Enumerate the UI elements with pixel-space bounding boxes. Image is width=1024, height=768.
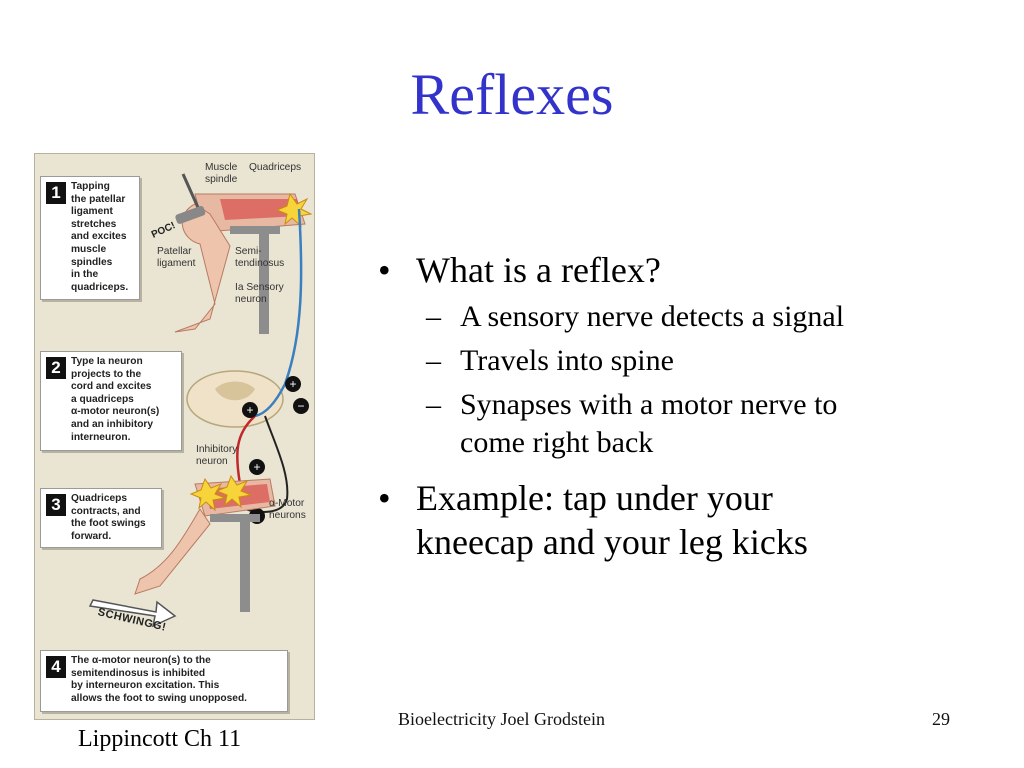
step-3-box: 3 Quadriceps contracts, and the foot swi… — [40, 488, 162, 548]
spark-icon-2 — [189, 477, 227, 512]
bullet-1: • What is a reflex? — [378, 248, 938, 292]
subbullet-dash-1: – — [426, 300, 441, 333]
svg-text:+: + — [289, 377, 296, 391]
bullet-dot-2: • — [378, 478, 391, 518]
quadriceps-muscle — [220, 199, 300, 220]
stool-leg-2 — [240, 522, 250, 612]
step-1-box: 1 Tapping the patellar ligament stretche… — [40, 176, 140, 300]
minus-marker-1 — [293, 398, 309, 414]
svg-text:−: − — [297, 399, 304, 413]
spark-icon-3 — [215, 474, 253, 509]
step-4-box: 4 The α-motor neuron(s) to the semitendi… — [40, 650, 288, 712]
label-alpha-motor-neurons: α-Motor neurons — [269, 498, 306, 521]
swing-arrow-icon — [88, 599, 177, 628]
svg-text:+: + — [253, 460, 260, 474]
reflex-figure: + − + + − 1 Tapping the patellar ligamen… — [34, 153, 315, 720]
step-2-text: Type Ia neuron projects to the cord and … — [71, 356, 160, 443]
plus-marker-3 — [249, 459, 265, 475]
sensory-nerve-line — [254, 208, 303, 418]
label-inhibitory-neuron: Inhibitory neuron — [196, 444, 238, 467]
stool-leg-1 — [259, 234, 269, 334]
subbullet-dash-2: – — [426, 344, 441, 377]
stool-seat-1 — [230, 226, 280, 234]
bullet-2-text: Example: tap under your kneecap and your… — [416, 478, 808, 562]
step-3-number: 3 — [46, 494, 66, 516]
stool-seat-2 — [210, 514, 260, 522]
subbullet-2: – Travels into spine — [378, 342, 938, 380]
lower-leg-2 — [134, 508, 211, 595]
gray-matter — [215, 381, 255, 401]
hammer-head — [175, 205, 206, 224]
step-2-box: 2 Type Ia neuron projects to the cord an… — [40, 351, 182, 451]
step-3-text: Quadriceps contracts, and the foot swing… — [71, 493, 146, 542]
footer-text: Bioelectricity Joel Grodstein — [398, 709, 605, 729]
step-4-number: 4 — [46, 656, 66, 678]
label-ia-sensory-neuron: Ia Sensory neuron — [235, 282, 284, 305]
bullet-2: • Example: tap under your kneecap and yo… — [378, 476, 938, 564]
step-1-number: 1 — [46, 182, 66, 204]
subbullet-1: – A sensory nerve detects a signal — [378, 298, 938, 336]
subbullet-3-text: Synapses with a motor nerve to come righ… — [460, 388, 838, 459]
subbullet-2-text: Travels into spine — [460, 344, 674, 377]
motor-nerve-line — [235, 415, 256, 485]
page-number: 29 — [932, 709, 950, 729]
step-1-text: Tapping the patellar ligament stretches … — [71, 181, 129, 293]
subbullet-3: – Synapses with a motor nerve to come ri… — [378, 386, 938, 462]
slide-title: Reflexes — [410, 62, 614, 127]
hammer-handle — [181, 173, 202, 213]
svg-text:+: + — [246, 403, 253, 417]
label-quadriceps: Quadriceps — [249, 162, 302, 173]
bullet-list: • What is a reflex? – A sensory nerve de… — [378, 248, 938, 568]
label-muscle-spindle: Muscle spindle — [205, 162, 238, 185]
figure-caption: Lippincott Ch 11 — [78, 726, 242, 752]
step-2-number: 2 — [46, 357, 66, 379]
bullet-dot-1: • — [378, 250, 391, 290]
label-semitendinosus: Semi- tendinosus — [235, 246, 285, 269]
plus-marker-1 — [285, 376, 301, 392]
subbullet-dash-3: – — [426, 388, 441, 421]
plus-marker-2 — [242, 402, 258, 418]
reflex-illustration: + − + + − — [88, 173, 313, 628]
bullet-1-text: What is a reflex? — [416, 250, 661, 290]
label-patellar-ligament: Patellar ligament — [157, 246, 196, 269]
step-4-text: The α-motor neuron(s) to the semitendino… — [71, 655, 248, 704]
subbullet-1-text: A sensory nerve detects a signal — [460, 300, 845, 333]
